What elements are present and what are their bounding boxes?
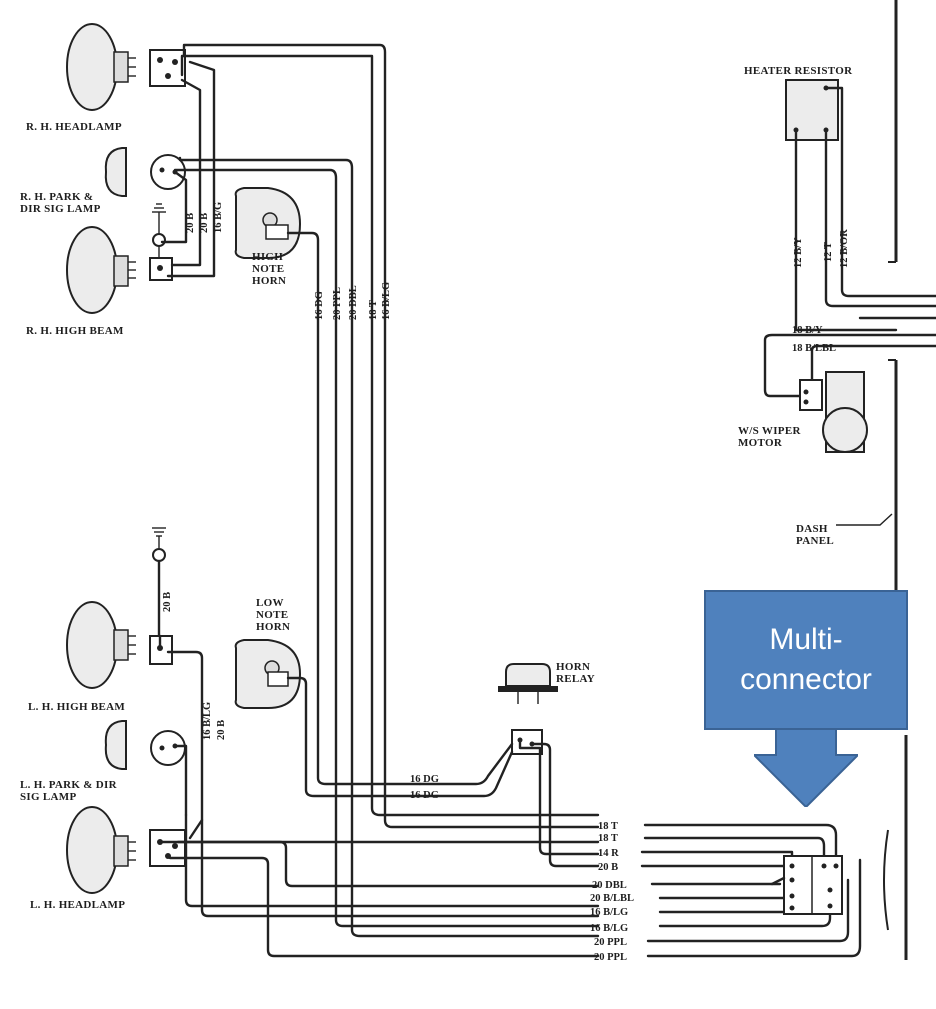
heater-12bor: 12 B/OR	[839, 229, 850, 268]
main-18t: 18 T	[368, 300, 379, 320]
high-note-horn	[234, 187, 302, 259]
ws-wiper-motor	[799, 371, 868, 453]
rh-16bg: 16 B/G	[213, 202, 224, 233]
lh-ground	[152, 527, 166, 637]
main-16dg: 16 DG	[314, 291, 325, 320]
bundle-label: 16 B/LG	[590, 923, 628, 934]
relay-16dg-2: 16 DG	[410, 790, 439, 801]
horn-relay	[498, 663, 558, 755]
dash-panel-line	[883, 0, 908, 960]
callout-text: Multi- connector	[740, 623, 872, 696]
lh-20b: 20 B	[216, 720, 227, 740]
bundle-label: 20 DBL	[592, 880, 627, 891]
heater-resistor-label: HEATER RESISTOR	[744, 65, 853, 77]
bundle-label: 20 PPL	[594, 952, 627, 963]
wiper-18blbl: 18 B/LBL	[792, 343, 836, 354]
heater-12t: 12 T	[823, 242, 834, 262]
rh-headlamp-label: R. H. HEADLAMP	[26, 121, 122, 133]
rh-high-beam	[66, 203, 173, 314]
lh-park-lamp	[104, 720, 186, 770]
rh-20b-1: 20 B	[185, 213, 196, 233]
bundle-label: 14 R	[598, 848, 619, 859]
lh-headlamp	[66, 806, 186, 894]
multi-connector-callout: Multi- connector	[704, 590, 908, 730]
bundle-labels: 18 T 18 T 14 R 20 B 20 DBL 20 B/LBL 16 B…	[590, 821, 634, 963]
lh-high-beam	[66, 601, 173, 689]
rh-headlamp-connector	[149, 49, 186, 87]
rh-20b-2: 20 B	[199, 213, 210, 233]
bundle-wires	[640, 823, 862, 958]
main-20ppl: 20 PPL	[332, 287, 343, 320]
callout-arrow-icon	[754, 729, 858, 807]
bundle-label: 20 B	[598, 862, 618, 873]
bundle-label: 20 PPL	[594, 937, 627, 948]
lh-16blg: 16 B/LG	[202, 702, 213, 740]
rh-headlamp	[66, 23, 136, 111]
rh-park-lamp	[104, 147, 186, 197]
relay-16dg-1: 16 DG	[410, 774, 439, 785]
heater-resistor	[785, 79, 839, 141]
main-16blg: 16 B/LG	[381, 282, 392, 320]
heater-12by: 12 B/Y	[793, 237, 804, 268]
bundle-label: 18 T	[598, 821, 618, 832]
lh-headlamp-label: L. H. HEADLAMP	[30, 899, 125, 911]
lh-20b-ground: 20 B	[162, 592, 173, 612]
main-20dbl: 20 DBL	[348, 285, 359, 320]
rh-park-lamp-label: R. H. PARK &DIR SIG LAMP	[20, 191, 101, 215]
low-note-horn	[234, 639, 302, 709]
bundle-label: 20 B/LBL	[590, 893, 634, 904]
bundle-label: 16 B/LG	[590, 907, 628, 918]
lh-high-beam-label: L. H. HIGH BEAM	[28, 701, 125, 713]
multi-connector	[770, 855, 843, 915]
bundle-label: 18 T	[598, 833, 618, 844]
wiper-18by: 18 B/Y	[792, 325, 823, 336]
rh-high-beam-label: R. H. HIGH BEAM	[26, 325, 124, 337]
